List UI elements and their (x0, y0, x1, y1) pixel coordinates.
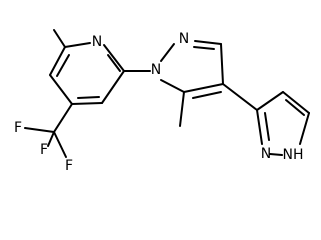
bond-pyrazole-n1-n2 (160, 43, 175, 62)
bond-pyridine-c3-c4 (71, 102, 103, 105)
bond-pyridine-c2-c3 (101, 70, 125, 104)
atom-label-layer: N N N N NH F F F (14, 31, 304, 174)
bond-lines (24, 29, 310, 158)
fluorine-middle-label: F (40, 142, 48, 158)
bond-cf3-f-left (24, 127, 55, 133)
bond-cf3-f-bottom (53, 131, 67, 158)
bond-lower-pyrazole-nh-n (269, 153, 283, 156)
pyrazole-attach-nitrogen-label: N (151, 62, 161, 78)
molecule-structure-diagram: N N N N NH F F F (13, 29, 310, 174)
bond-pyrazole-c3-c4 (220, 43, 224, 85)
bond-pyridine-n1-c2 (103, 44, 125, 72)
bond-pyridine-c5-c6 (49, 46, 66, 76)
bond-pyrazole-c5-n1 (160, 79, 185, 93)
bond-pyrazole-methyl (179, 91, 185, 127)
bond-lower-pyrazole-double-left (264, 112, 270, 141)
bond-pyrazole-pyrazole (222, 83, 258, 111)
bond-lower-pyrazole-n-c3 (256, 109, 263, 145)
bond-pyridine-double-bottom (77, 96, 100, 99)
bond-pyrazole-c4-c5 (183, 83, 224, 93)
pyrazole-top-nitrogen-label: N (179, 31, 189, 47)
fluorine-bottom-label: F (65, 158, 73, 174)
bond-lower-pyrazole-c4-c5 (282, 91, 310, 114)
bond-pyridine-cf3 (53, 103, 73, 133)
bond-lower-pyrazole-c3-c4 (256, 91, 284, 111)
bond-pyridine-double-left (56, 54, 70, 77)
bond-pyrazole-double-top (193, 46, 215, 50)
pyridine-nitrogen-label: N (92, 34, 102, 50)
bond-lower-pyrazole-c5-nh (299, 112, 310, 145)
bond-pyrazole-n2-c3 (194, 40, 222, 45)
fluorine-left-label: F (14, 120, 22, 136)
bond-pyridine-c4-c5 (49, 74, 73, 105)
bond-pyrazole-double-bottom (192, 91, 222, 99)
bond-pyridine-c6-n1 (64, 42, 91, 48)
bond-cf3-f-mid (47, 131, 55, 147)
bond-methyl-pyridine (53, 29, 66, 48)
bond-pyridine-double-upper-right (107, 54, 121, 72)
bond-lower-pyrazole-double-upper (285, 99, 305, 116)
lower-pyrazole-nh-label: NH (283, 147, 304, 163)
lower-pyrazole-nitrogen-label: N (261, 146, 271, 162)
